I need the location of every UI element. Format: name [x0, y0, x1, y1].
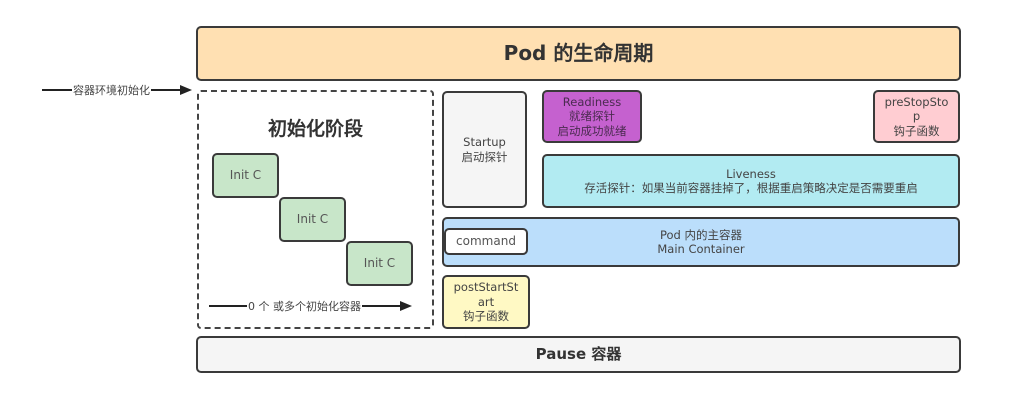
- init-stage-title: 初始化阶段: [267, 118, 363, 140]
- startup-label: Startup: [463, 135, 506, 150]
- command-box: command: [444, 228, 528, 255]
- prestop-hook: preStopSto p 钩子函数: [873, 90, 960, 143]
- command-label: command: [456, 234, 516, 248]
- pause-container: Pause 容器: [196, 336, 961, 373]
- poststart-hook: postStartSt art 钩子函数: [442, 275, 530, 329]
- poststart-desc: 钩子函数: [463, 309, 509, 324]
- main-container-label-cn: Pod 内的主容器: [659, 227, 742, 242]
- env-init-arrow-head: [180, 85, 192, 95]
- liveness-label: Liveness: [726, 166, 776, 181]
- init-container-2: Init C: [279, 197, 346, 242]
- init-container-label: Init C: [229, 168, 262, 182]
- init-stage-group: 初始化阶段: [197, 90, 434, 329]
- title-text: Pod 的生命周期: [503, 41, 654, 65]
- init-container-1: Init C: [212, 153, 279, 198]
- init-container-label: Init C: [363, 256, 396, 270]
- readiness-probe: Readiness 就绪探针 启动成功就绪: [542, 90, 642, 143]
- readiness-label: Readiness: [562, 94, 622, 109]
- pod-lifecycle-title: Pod 的生命周期: [196, 26, 961, 81]
- main-container: Pod 内的主容器 Main Container: [442, 217, 960, 267]
- init-arrow-head: [400, 301, 412, 311]
- liveness-probe: Liveness 存活探针：如果当前容器挂掉了，根据重启策略决定是否需要重启: [542, 154, 960, 208]
- init-container-3: Init C: [346, 241, 413, 286]
- poststart-label-2: art: [477, 294, 495, 309]
- poststart-label-1: postStartSt: [453, 280, 519, 295]
- readiness-desc: 就绪探针: [569, 109, 615, 124]
- init-arrow-label: 0 个 或多个初始化容器: [247, 298, 362, 314]
- prestop-label-2: p: [912, 109, 921, 124]
- main-container-label-en: Main Container: [657, 242, 745, 256]
- startup-probe: Startup 启动探针: [442, 91, 527, 208]
- prestop-desc: 钩子函数: [893, 123, 940, 138]
- liveness-desc: 存活探针：如果当前容器挂掉了，根据重启策略决定是否需要重启: [584, 181, 918, 195]
- env-init-label: 容器环境初始化: [72, 82, 151, 98]
- pause-label: Pause 容器: [535, 345, 622, 364]
- startup-desc: 启动探针: [461, 149, 508, 164]
- readiness-note: 启动成功就绪: [557, 123, 627, 138]
- prestop-label-1: preStopSto: [884, 94, 949, 109]
- init-container-label: Init C: [296, 212, 329, 226]
